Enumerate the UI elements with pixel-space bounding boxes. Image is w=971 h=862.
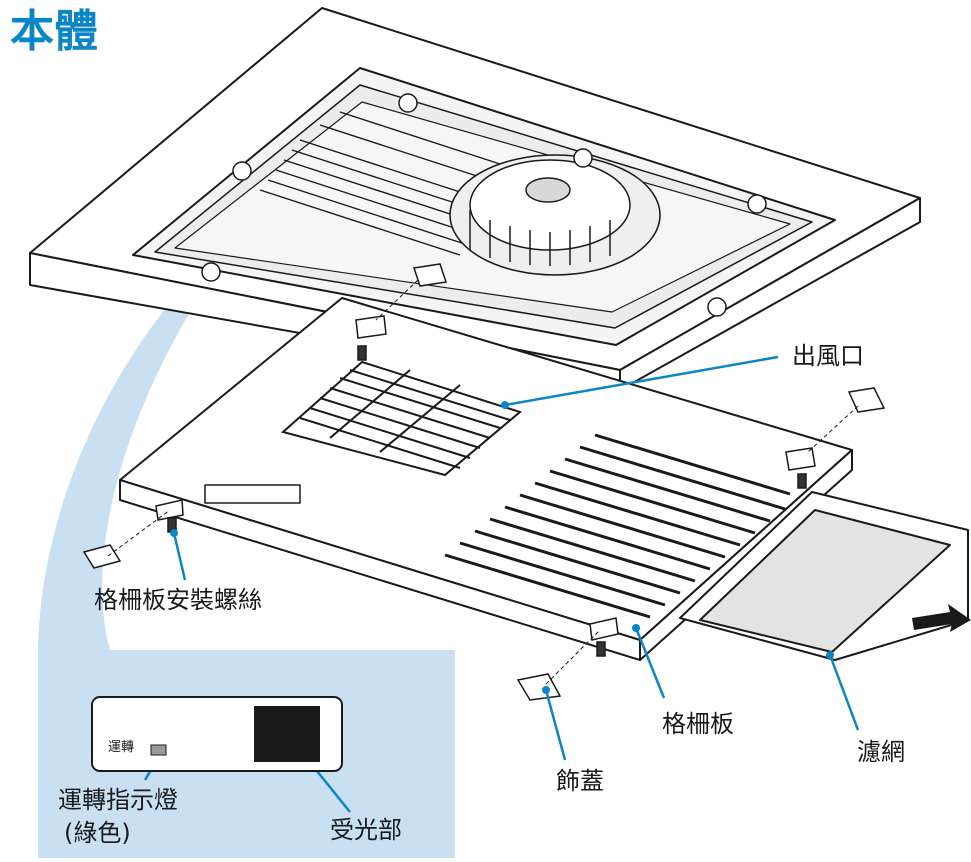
label-receiver: 受光部 xyxy=(330,816,402,844)
intake-slats xyxy=(444,433,791,619)
assembly-lines xyxy=(107,279,859,685)
outlet-grid xyxy=(280,360,523,477)
pull-arrow-icon xyxy=(912,604,971,632)
filter xyxy=(679,491,969,661)
fan-wheel xyxy=(449,154,661,276)
label-grille: 格柵板 xyxy=(662,710,734,738)
label-outlet: 出風口 xyxy=(792,342,864,370)
indicator-caption: 運轉 xyxy=(108,740,135,755)
body-bosses xyxy=(201,93,767,317)
receiver-detail xyxy=(91,696,343,772)
page-title: 本體 xyxy=(10,6,98,57)
caps-and-screws xyxy=(82,263,886,701)
label-indicator: 運轉指示燈 xyxy=(58,786,178,814)
label-cover: 飾蓋 xyxy=(556,767,604,795)
label-indicator-color: (綠色) xyxy=(64,819,131,847)
label-filter: 濾網 xyxy=(857,738,905,766)
label-grille-screw: 格柵板安裝螺絲 xyxy=(94,586,262,614)
